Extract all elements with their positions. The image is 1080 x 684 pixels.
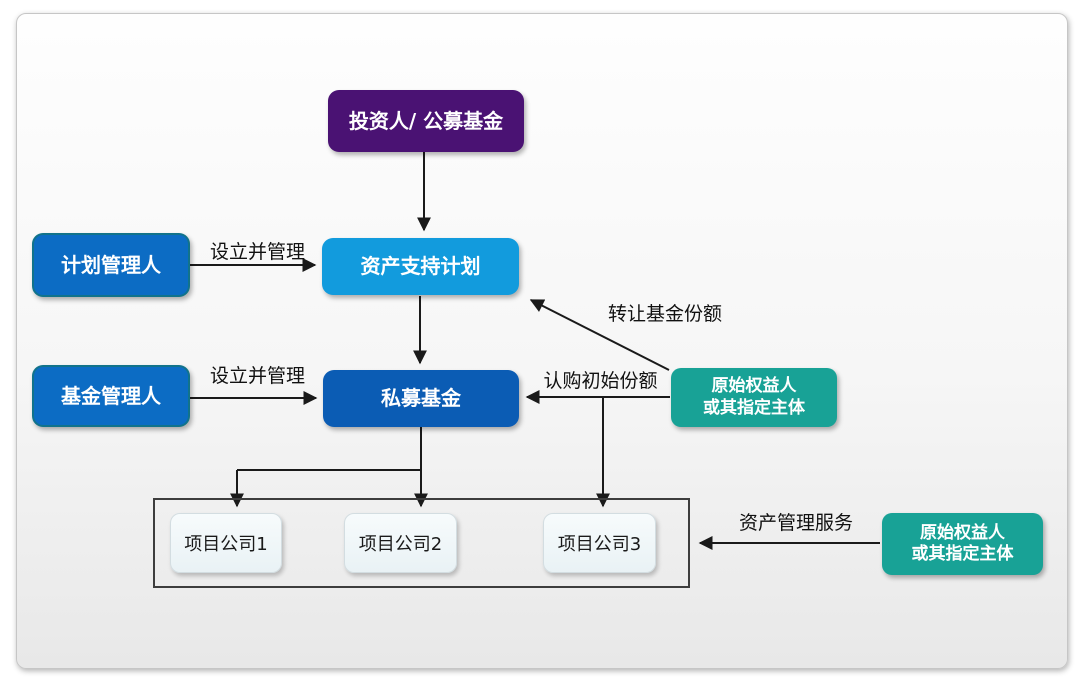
holder-mid-line1: 原始权益人 [711, 376, 797, 397]
project-companies-group-frame [153, 498, 690, 588]
node-project-company-2: 项目公司2 [344, 513, 457, 573]
node-investor-public-fund: 投资人/ 公募基金 [328, 90, 524, 152]
node-original-rights-holder-mid: 原始权益人 或其指定主体 [671, 368, 837, 427]
holder-bottom-line1: 原始权益人 [920, 522, 1005, 543]
arrow-holder-to-asset-plan-diagonal [529, 299, 670, 371]
edge-label-asset-management-service: 资产管理服务 [738, 512, 853, 534]
edge-label-subscribe-initial-shares: 认购初始份额 [543, 370, 658, 392]
edge-label-establish-manage-2: 设立并管理 [209, 365, 305, 387]
edge-label-establish-manage-1: 设立并管理 [209, 241, 305, 263]
holder-bottom-line2: 或其指定主体 [911, 544, 1014, 564]
node-asset-backed-plan: 资产支持计划 [322, 238, 519, 295]
node-project-company-3: 项目公司3 [543, 513, 656, 573]
node-plan-manager: 计划管理人 [32, 233, 190, 297]
edge-label-transfer-fund-shares: 转让基金份额 [607, 303, 722, 325]
node-original-rights-holder-bottom: 原始权益人 或其指定主体 [882, 513, 1043, 575]
node-fund-manager: 基金管理人 [32, 365, 190, 427]
node-private-fund: 私募基金 [323, 370, 519, 427]
holder-mid-line2: 或其指定主体 [703, 397, 805, 418]
node-project-company-1: 项目公司1 [170, 513, 282, 573]
